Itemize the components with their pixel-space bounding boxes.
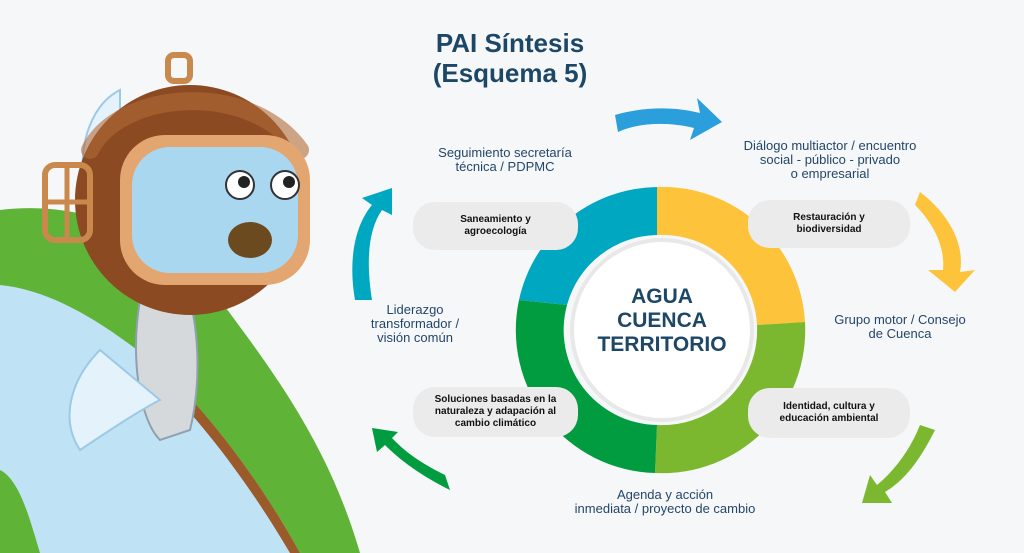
ring-segment-lightgreen: [655, 322, 806, 474]
pill-line: cambio climático: [454, 418, 537, 429]
label-line: Grupo motor / Consejo: [834, 312, 966, 327]
center-line: AGUA: [631, 285, 693, 308]
label-line: Seguimiento secretaría: [438, 145, 572, 160]
center-label: AGUA CUENCA TERRITORIO: [592, 285, 732, 357]
title-line: (Esquema 5): [432, 58, 588, 88]
land-bottom: [0, 470, 40, 553]
label-liderazgo: Liderazgo transformador / visión común: [355, 303, 475, 345]
cycle-arrows: [352, 98, 975, 503]
pill-line: naturaleza y adapación al: [434, 406, 557, 417]
label-line: de Cuenca: [868, 326, 932, 341]
center-line: TERRITORIO: [597, 333, 727, 356]
arrow-green: [372, 428, 450, 490]
label-grupo-motor: Grupo motor / Consejo de Cuenca: [810, 313, 990, 341]
label-line: visión común: [377, 330, 453, 345]
mascot-diver-fish: [42, 52, 310, 452]
arrow-blue: [615, 98, 722, 140]
arrow-teal: [352, 188, 392, 300]
pill-line: biodiversidad: [796, 224, 862, 235]
diagram-title: PAI Síntesis (Esquema 5): [400, 28, 620, 88]
label-line: Diálogo multiactor / encuentro: [743, 138, 917, 153]
ring-segment-teal: [519, 187, 657, 305]
pill-line: Identidad, cultura y: [783, 401, 875, 412]
label-line: técnica / PDPMC: [455, 159, 555, 174]
pill-line: educación ambiental: [779, 413, 879, 424]
pill-line: Restauración y: [793, 212, 865, 223]
arrow-yellow: [915, 192, 975, 292]
label-dialogo: Diálogo multiactor / encuentro social - …: [715, 139, 945, 181]
arrow-lightgreen: [862, 425, 935, 503]
label-line: Agenda y acción: [616, 487, 714, 502]
label-line: social - público - privado: [759, 152, 901, 167]
label-line: Liderazgo: [386, 302, 444, 317]
ring-segment-green: [515, 300, 657, 473]
pill-line: agroecología: [464, 226, 527, 237]
pill-line: Soluciones basadas en la: [434, 394, 557, 405]
label-seguimiento: Seguimiento secretaría técnica / PDPMC: [400, 146, 610, 174]
label-line: o empresarial: [790, 166, 870, 181]
pill-line: Saneamiento y: [460, 214, 531, 225]
center-line: CUENCA: [617, 309, 707, 332]
title-line: PAI Síntesis: [435, 28, 585, 58]
riverbank: [145, 360, 300, 553]
label-line: inmediata / proyecto de cambio: [574, 501, 756, 516]
label-line: transformador /: [370, 316, 460, 331]
ring-segment-yellow: [657, 186, 805, 325]
label-agenda: Agenda y acción inmediata / proyecto de …: [540, 488, 790, 516]
central-ring: [515, 186, 806, 474]
